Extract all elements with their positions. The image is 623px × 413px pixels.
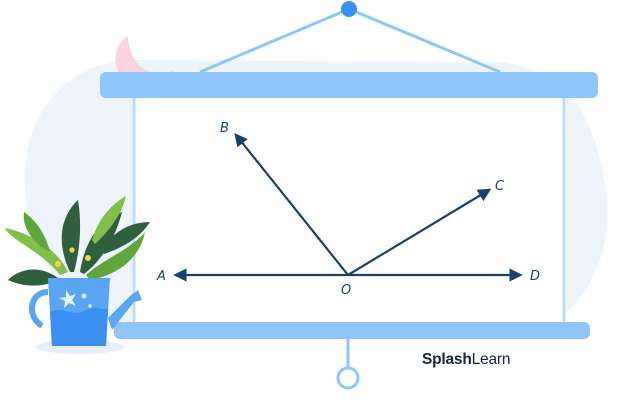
label-point-o: O	[341, 283, 351, 298]
brand-bold: Splash	[422, 351, 472, 368]
hanging-strings	[199, 7, 501, 74]
hanging-pin	[341, 1, 357, 17]
angle-rays	[173, 132, 523, 282]
screen-surface	[132, 96, 566, 322]
label-point-c: C	[495, 179, 505, 194]
splashlearn-logo: SplashLearn	[422, 351, 510, 369]
label-point-b: B	[220, 121, 229, 136]
label-point-d: D	[530, 269, 540, 284]
screen-bottom-bar	[114, 322, 590, 339]
ray-OB	[234, 132, 349, 276]
watering-can-plant-icon	[5, 196, 150, 354]
ray-OC	[347, 188, 492, 276]
pull-ring[interactable]	[336, 366, 360, 390]
brand-light: Learn	[471, 351, 511, 368]
screen-top-bar	[100, 72, 598, 98]
label-point-a: A	[156, 269, 166, 284]
